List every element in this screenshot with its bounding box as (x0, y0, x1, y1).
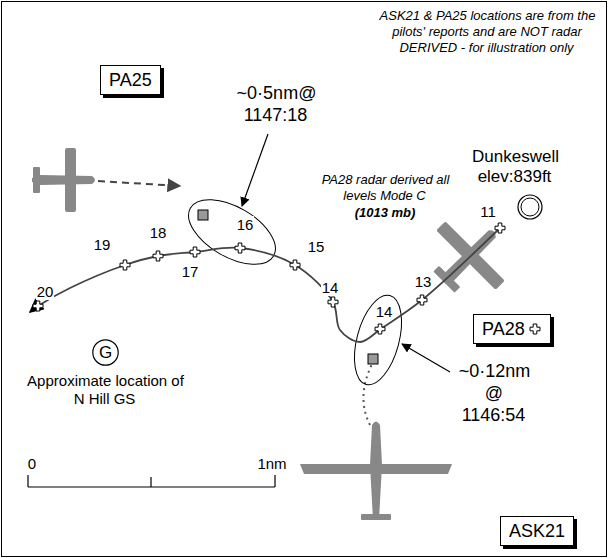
track-time: 14 (375, 303, 394, 320)
track-marker (495, 223, 505, 233)
track-time: 15 (307, 238, 326, 255)
track-time-box: 19 (90, 236, 114, 254)
track-time-box: 18 (146, 224, 170, 242)
ask21-track (363, 364, 372, 425)
track-time-box: 14 (318, 279, 342, 297)
track-markers (33, 223, 505, 334)
track-time-box: 16 (233, 216, 257, 234)
track-time-box: 17 (178, 263, 202, 281)
track-note-box: PA28 radar derived all levels Mode C (305, 172, 465, 204)
track-time: 17 (181, 263, 200, 280)
track-time: 11 (479, 203, 497, 220)
track-marker (33, 301, 43, 311)
aircraft-box: ASK21 (500, 516, 574, 546)
scale-label: 1nm (256, 455, 287, 472)
track-marker (120, 260, 130, 270)
pa25-aircraft (32, 148, 95, 212)
proximity-label-box: ~0·5nm@ 1147:18 (233, 82, 319, 126)
scale-label-box: 0 (22, 455, 42, 473)
track-time-box: 11 (476, 203, 500, 221)
ground-station-circle: G (92, 339, 119, 366)
ground-station-note-box: Approximate location of N Hill GS (20, 372, 190, 408)
track-note: PA28 radar derived all levels Mode C (321, 172, 450, 203)
pa25-reported-position (198, 210, 208, 220)
radar-track (30, 228, 500, 342)
proximity-label: ~0·5nm@ 1147:18 (236, 83, 317, 125)
track-time: 19 (93, 236, 112, 253)
track-marker (153, 251, 163, 261)
pa25-direction (98, 181, 180, 186)
leader-line (402, 344, 450, 372)
aircraft-box: PA28 (473, 314, 551, 344)
scale-label-box: 1nm (252, 455, 292, 473)
track-time: 16 (236, 216, 255, 233)
track-marker (190, 247, 200, 257)
node-label: G (99, 343, 112, 362)
note-text: ASK21 & PA25 locations are from the pilo… (379, 8, 596, 55)
track-time: 13 (414, 273, 433, 290)
track-time: 14 (321, 279, 340, 296)
track-marker (417, 295, 427, 305)
track-time: 20 (36, 283, 55, 300)
node-label: PA25 (109, 70, 152, 90)
ground-station-note: Approximate location of N Hill GS (26, 372, 184, 407)
track-marker (290, 260, 300, 270)
track-marker (328, 297, 338, 307)
airfield-symbol (518, 195, 542, 219)
proximity-label: ~0·12nm @ 1146:54 (458, 361, 531, 425)
airfield-name: Dunkeswell elev:839ft (471, 147, 559, 186)
proximity-ellipse (346, 290, 410, 390)
aircraft-box: PA25 (100, 65, 161, 95)
track-time: 18 (149, 224, 168, 241)
track-time-box: 15 (304, 238, 328, 256)
ask21-glider (300, 422, 452, 521)
track-marker-key (528, 322, 542, 336)
track-time-box: 14 (373, 303, 395, 321)
proximity-label-box: ~0·12nm @ 1146:54 (454, 360, 534, 426)
track-time-box: 13 (411, 273, 435, 291)
node-label: PA28 (482, 319, 525, 339)
note-text-box: ASK21 & PA25 locations are from the pilo… (376, 8, 598, 56)
track-marker (375, 324, 385, 334)
scale-bar (28, 475, 275, 487)
airfield-name-box: Dunkeswell elev:839ft (455, 147, 575, 187)
node-label: ASK21 (509, 521, 565, 541)
track-time-box: 20 (33, 283, 57, 301)
leader-line (242, 134, 268, 206)
scale-label: 0 (27, 455, 37, 472)
track-marker (235, 243, 245, 253)
ask21-reported-position (368, 354, 378, 364)
pressure-setting: (1013 mb) (354, 205, 417, 220)
pressure-setting-box: (1013 mb) (335, 205, 435, 221)
